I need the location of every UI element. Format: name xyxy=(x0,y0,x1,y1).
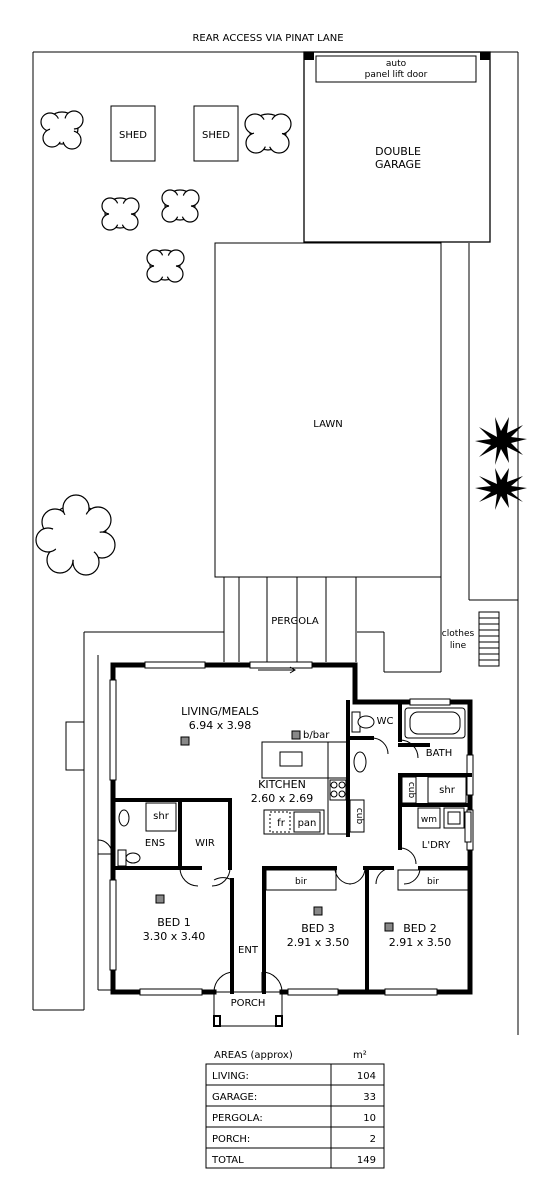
fridge-label: fr xyxy=(277,818,286,829)
kitchen-cupboard: cub xyxy=(349,799,365,833)
lawn: LAWN xyxy=(214,242,442,578)
lawn-label: LAWN xyxy=(313,419,342,430)
living-label: LIVING/MEALS xyxy=(181,705,259,718)
pantry: pan xyxy=(293,811,321,833)
areas-total-value: 149 xyxy=(357,1155,376,1166)
shed-1-label: SHED xyxy=(119,130,147,141)
tree-icon xyxy=(244,113,292,154)
palm-icon xyxy=(475,417,527,510)
areas-title: AREAS (approx) xyxy=(214,1050,293,1061)
areas-row-label: PORCH: xyxy=(212,1134,250,1145)
fridge: fr xyxy=(269,811,291,833)
areas-row-label: LIVING: xyxy=(212,1071,249,1082)
shed-2-label: SHED xyxy=(202,130,230,141)
areas-row-label: GARAGE: xyxy=(212,1092,257,1103)
bath-label: BATH xyxy=(426,748,453,759)
trough-icon xyxy=(443,807,465,829)
tree-icon xyxy=(101,197,140,231)
living-size: 6.94 x 3.98 xyxy=(189,719,252,732)
entry-label: ENT xyxy=(238,945,259,956)
bed1-size: 3.30 x 3.40 xyxy=(143,930,206,943)
bed1-label: BED 1 xyxy=(157,916,190,929)
tree-icon xyxy=(146,249,185,283)
wc-label: WC xyxy=(377,716,394,727)
kitchen-label: KITCHEN xyxy=(258,778,306,791)
shed-2: SHED xyxy=(193,105,239,162)
bath-cub-label: cub xyxy=(406,782,416,799)
bath-shr-label: shr xyxy=(439,785,456,796)
bed2-size: 2.91 x 3.50 xyxy=(389,936,452,949)
kitchen-size: 2.60 x 2.69 xyxy=(251,792,314,805)
clothes-line-label: clothes xyxy=(442,629,475,639)
bed3-bir-label: bir xyxy=(295,877,307,887)
areas-row-value: 2 xyxy=(370,1134,376,1145)
porch: PORCH xyxy=(213,991,283,1027)
clothes-line-label-2: line xyxy=(450,641,467,651)
areas-total-label: TOTAL xyxy=(211,1155,244,1166)
areas-row-label: PERGOLA: xyxy=(212,1113,263,1124)
areas-unit: m² xyxy=(353,1050,367,1061)
bed2-bir-label: bir xyxy=(427,877,439,887)
double-garage: auto panel lift door DOUBLE GARAGE xyxy=(303,51,491,243)
ens-shr-label: shr xyxy=(153,811,170,822)
clothes-line: clothes line xyxy=(442,611,500,667)
wir-label: WIR xyxy=(195,838,215,849)
tree-icon xyxy=(40,110,84,150)
toilet-icon xyxy=(117,849,141,867)
bed3-size: 2.91 x 3.50 xyxy=(287,936,350,949)
pergola xyxy=(223,577,357,662)
bed3-robe: bir xyxy=(265,869,337,891)
bathtub-icon xyxy=(404,707,466,739)
areas-row-value: 10 xyxy=(363,1113,376,1124)
garage-door-label: auto xyxy=(386,59,407,69)
bed2-robe: bir xyxy=(397,869,469,891)
areas-row-value: 33 xyxy=(363,1092,376,1103)
ensuite-shower: shr xyxy=(145,802,177,832)
porch-label: PORCH xyxy=(231,998,266,1009)
washing-machine: wm xyxy=(417,807,441,829)
areas-table: AREAS (approx) m² LIVING: 104 GARAGE: 33… xyxy=(205,1050,385,1169)
bed2-label: BED 2 xyxy=(403,922,436,935)
ens-label: ENS xyxy=(145,838,165,849)
rear-access-label: REAR ACCESS VIA PINAT LANE xyxy=(192,33,343,44)
garage-label: DOUBLE xyxy=(375,145,421,158)
tree-icon xyxy=(35,494,116,576)
bbar-label: b/bar xyxy=(303,730,330,741)
pergola-label: PERGOLA xyxy=(271,616,319,627)
toilet-icon xyxy=(351,711,375,733)
tree-icon xyxy=(161,189,200,223)
wm-label: wm xyxy=(421,815,437,825)
shed-1: SHED xyxy=(110,105,156,162)
basin-icon xyxy=(353,751,367,773)
bath-shower: shr xyxy=(427,776,467,804)
pantry-label: pan xyxy=(298,818,317,829)
kitchen-cub-label: cub xyxy=(354,808,364,825)
bath-cupboard: cub xyxy=(401,776,417,804)
bed3-label: BED 3 xyxy=(301,922,334,935)
basin-icon xyxy=(118,809,130,827)
laundry-label: L'DRY xyxy=(422,840,451,851)
site-boundary xyxy=(32,51,519,1035)
areas-row-value: 104 xyxy=(357,1071,376,1082)
garage-door-label-2: panel lift door xyxy=(365,70,428,80)
garage-label-2: GARAGE xyxy=(375,158,421,171)
